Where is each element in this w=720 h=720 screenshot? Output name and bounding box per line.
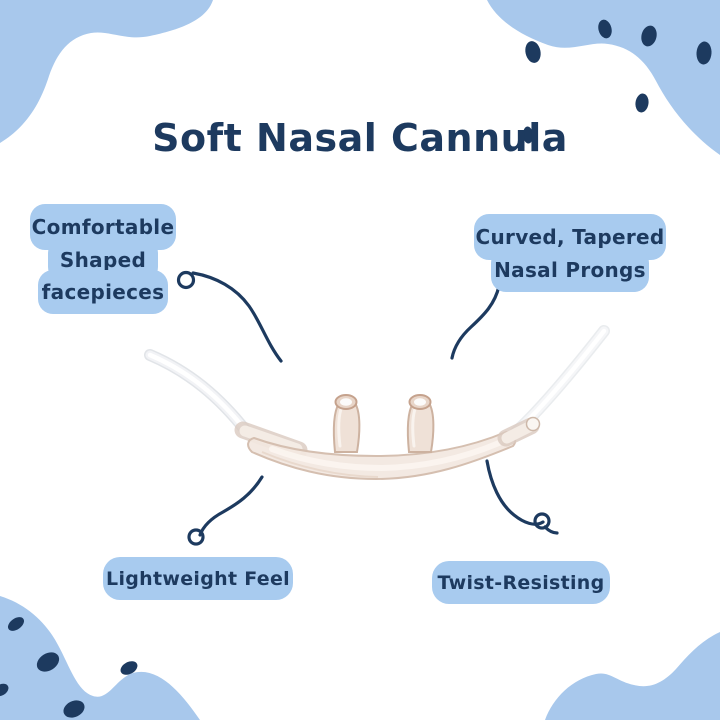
tube-connector-right: [497, 416, 541, 447]
callout-lightweight: Lightweight Feel: [103, 557, 293, 600]
callout-facepieces: Comfortable Shaped facepieces: [28, 204, 178, 314]
dot: [0, 683, 9, 697]
dot: [120, 661, 138, 675]
corner-blob-top-left: [0, 0, 213, 143]
dot: [63, 700, 85, 718]
connector-line-twist: [485, 459, 545, 526]
dot: [598, 19, 612, 39]
connector-line-lightweight: [198, 475, 264, 537]
callout-prongs: Curved, Tapered Nasal Prongs: [474, 214, 666, 292]
connector-twist-tail: [543, 525, 559, 535]
dot: [635, 93, 649, 113]
dot: [525, 41, 541, 63]
connector-lightweight-loop-icon: [187, 528, 205, 546]
connector-line-prongs: [450, 284, 501, 360]
callout-twist: Twist-Resisting: [432, 561, 610, 604]
cannula-facepiece-body: [247, 430, 517, 481]
blob-shape: [545, 632, 720, 720]
callout-twist-label: Twist-Resisting: [432, 561, 610, 604]
oxygen-tube-right: [510, 325, 610, 438]
dot: [641, 25, 657, 47]
nasal-prong-right: [406, 394, 435, 453]
blob-shape: [0, 0, 213, 143]
connector-line-facepieces: [191, 271, 283, 363]
connector-twist-loop-icon: [533, 512, 551, 530]
dot: [7, 617, 25, 631]
blob-shape: [487, 0, 720, 155]
oxygen-tube-left: [144, 349, 252, 437]
dot: [36, 652, 60, 672]
callout-lightweight-label: Lightweight Feel: [103, 557, 293, 600]
connector-squiggles: [176, 270, 559, 546]
decor-dots-top-right: [522, 19, 712, 144]
corner-blob-bottom-left: [0, 596, 200, 720]
tube-connector-left: [234, 421, 308, 459]
connector-facepieces-loop-icon: [176, 270, 196, 290]
callout-prongs-line-2: Nasal Prongs: [491, 248, 649, 292]
nasal-prong-left: [332, 394, 361, 453]
callout-facepieces-line-3: facepieces: [38, 270, 168, 314]
decor-dots-bottom-left: [0, 617, 138, 718]
page-title: Soft Nasal Cannula: [152, 116, 568, 160]
product-image-nasal-cannula: [144, 325, 610, 481]
dot: [522, 126, 534, 144]
dot: [696, 41, 712, 65]
corner-blob-top-right: [487, 0, 720, 155]
corner-blob-bottom-right: [545, 632, 720, 720]
blob-shape: [0, 596, 200, 720]
